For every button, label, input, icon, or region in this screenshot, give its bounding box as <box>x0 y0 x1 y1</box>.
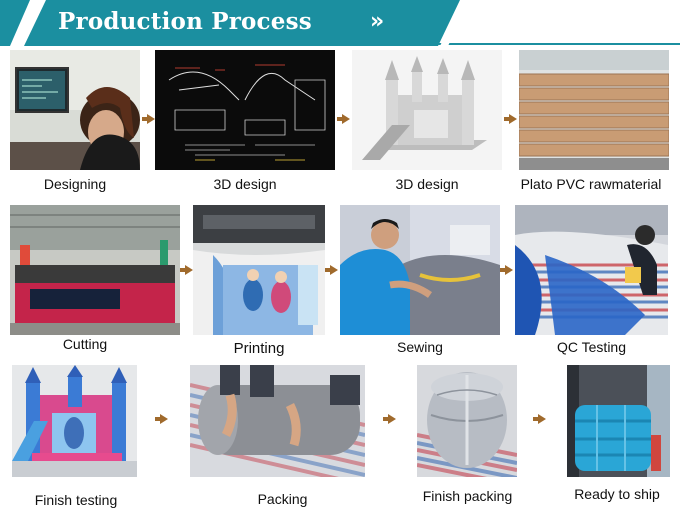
step-label-pvc-raw-material: Plato PVC rawmaterial <box>520 176 662 192</box>
step-label-designing: Designing <box>43 176 107 192</box>
double-chevron-icon: » <box>370 9 384 34</box>
step-label-3d-design: 3D design <box>213 176 277 192</box>
qc-testing-photo <box>515 205 668 335</box>
banner-shape <box>0 0 680 46</box>
step-label-finish-packing: Finish packing <box>422 488 513 504</box>
page-title: Production Process <box>58 8 312 35</box>
cutting-photo <box>10 205 180 335</box>
arrow-right-icon <box>325 265 338 275</box>
header-banner: Production Process » <box>0 0 680 46</box>
step-label-ready-to-ship: Ready to ship <box>574 486 660 502</box>
step-label-finish-testing: Finish testing <box>34 492 118 508</box>
arrow-right-icon <box>383 414 396 424</box>
arrow-right-icon <box>180 265 193 275</box>
step-label-qc-testing: QC Testing <box>557 339 626 355</box>
designing-photo <box>10 50 140 170</box>
ready-to-ship-photo <box>567 365 670 477</box>
arrow-right-icon <box>337 114 350 124</box>
printing-photo <box>193 205 325 335</box>
arrow-right-icon <box>533 414 546 424</box>
packing-photo <box>190 365 365 477</box>
pvc-rolls-photo <box>519 50 669 170</box>
sewing-photo <box>340 205 500 335</box>
arrow-right-icon <box>500 265 513 275</box>
arrow-right-icon <box>142 114 155 124</box>
arrow-right-icon <box>504 114 517 124</box>
step-label-3d-design-model: 3D design <box>395 176 459 192</box>
arrow-right-icon <box>155 414 168 424</box>
cad-design-photo <box>155 50 335 170</box>
step-label-cutting: Cutting <box>62 336 108 352</box>
castle-model-photo <box>352 50 502 170</box>
step-label-printing: Printing <box>233 340 285 357</box>
step-label-sewing: Sewing <box>397 339 443 355</box>
finish-testing-photo <box>12 365 137 477</box>
finish-packing-photo <box>417 365 517 477</box>
step-label-packing: Packing <box>257 491 308 507</box>
